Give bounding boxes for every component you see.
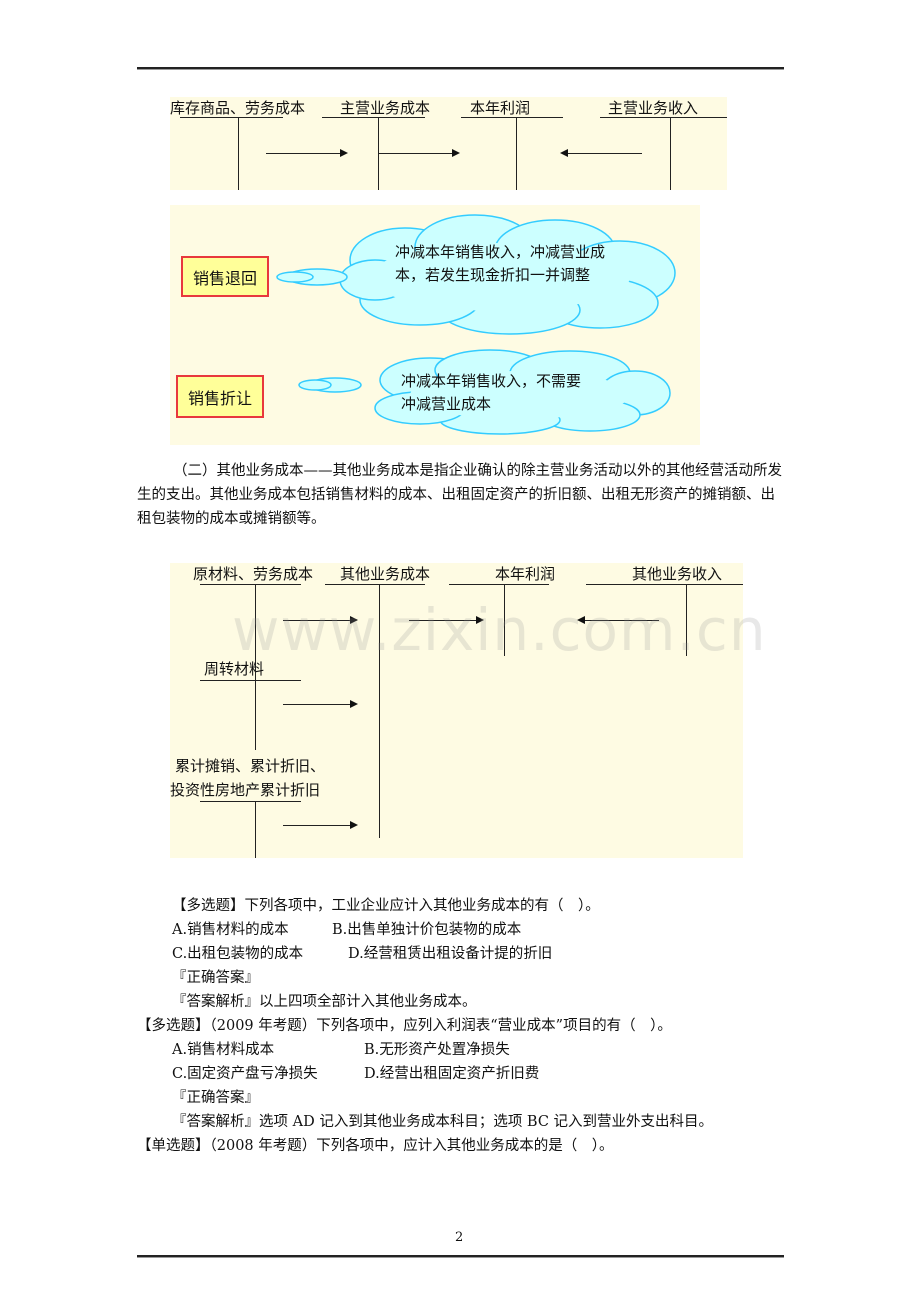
t-account-stem <box>238 117 239 190</box>
option-c: C.出租包装物的成本 <box>172 946 304 962</box>
t-account-top <box>586 584 743 585</box>
t-account-top <box>600 117 727 118</box>
t-account-top <box>325 584 425 585</box>
answer-analysis: 『答案解析』以上四项全部计入其他业务成本。 <box>172 994 477 1010</box>
t-account-top <box>461 117 563 118</box>
account-label: 本年利润 <box>470 99 531 117</box>
t-account-stem <box>255 801 256 858</box>
option-c: C.固定资产盘亏净损失 <box>172 1066 318 1082</box>
account-label: 主营业务成本 <box>340 99 431 117</box>
answer-analysis: 『答案解析』选项 AD 记入到其他业务成本科目；选项 BC 记入到营业外支出科目… <box>172 1114 714 1130</box>
t-account-stem <box>686 584 687 656</box>
t-account-top <box>200 801 301 802</box>
footer-rule <box>137 1255 784 1257</box>
option-d: D.经营租赁出租设备计提的折旧 <box>348 946 553 962</box>
arrow-right-icon <box>378 149 460 157</box>
option-b: B.出售单独计价包装物的成本 <box>332 922 522 938</box>
t-account-top <box>449 584 549 585</box>
t-account-top <box>200 680 301 681</box>
arrow-right-icon <box>283 700 358 708</box>
arrow-right-icon <box>283 616 358 624</box>
section-paragraph: （二）其他业务成本——其他业务成本是指企业确认的除主营业务活动以外的其他经营活动… <box>137 463 782 527</box>
t-account-stem <box>670 117 671 190</box>
note-line: 冲减本年销售收入，冲减营业成 <box>395 243 606 261</box>
t-account-top <box>322 117 425 118</box>
answer-label: 『正确答案』 <box>172 1090 259 1106</box>
t-account-stem <box>504 584 505 656</box>
account-label: 主营业务收入 <box>608 99 699 117</box>
arrow-left-icon <box>577 616 659 624</box>
account-label: 本年利润 <box>495 565 556 583</box>
option-d: D.经营出租固定资产折旧费 <box>364 1066 540 1082</box>
t-account-stem <box>516 117 517 190</box>
sales-allowance-note: 冲减本年销售收入，不需要 冲减营业成本 <box>401 370 581 416</box>
arrow-right-icon <box>266 149 348 157</box>
account-label: 其他业务成本 <box>340 565 431 583</box>
sales-adjustment-diagram: 销售退回 冲减本年销售收入，冲减营业成 本，若发生现金折扣一并调整 销售折让 冲… <box>170 205 700 445</box>
question-stem: 【多选题】（2009 年考题）下列各项中，应列入利润表“营业成本”项目的有（ ）… <box>137 1018 672 1034</box>
t-account-stem <box>255 680 256 750</box>
note-line: 冲减本年销售收入，不需要 <box>401 372 582 390</box>
option-b: B.无形资产处置净损失 <box>364 1042 510 1058</box>
arrow-right-icon <box>409 616 484 624</box>
question-stem: 【多选题】下列各项中，工业企业应计入其他业务成本的有（ ）。 <box>172 898 600 914</box>
account-label: 投资性房地产累计折旧 <box>170 781 321 799</box>
account-label: 其他业务收入 <box>632 565 723 583</box>
answer-label: 『正确答案』 <box>172 970 259 986</box>
header-rule <box>137 67 784 69</box>
question-stem: 【单选题】（2008 年考题）下列各项中，应计入其他业务成本的是（ ）。 <box>137 1138 614 1154</box>
t-account-stem <box>379 584 380 838</box>
arrow-left-icon <box>560 149 642 157</box>
note-line: 冲减营业成本 <box>401 395 492 413</box>
sales-allowance-box: 销售折让 <box>176 375 264 418</box>
sales-allowance-label: 销售折让 <box>187 388 252 408</box>
account-label: 周转材料 <box>204 660 265 678</box>
sales-return-label: 销售退回 <box>192 268 257 288</box>
option-a: A.销售材料的成本 <box>172 922 289 938</box>
option-a: A.销售材料成本 <box>172 1042 275 1058</box>
account-label: 库存商品、劳务成本 <box>170 99 306 117</box>
watermark: www.zixin.com.cn <box>232 596 767 664</box>
sales-return-note: 冲减本年销售收入，冲减营业成 本，若发生现金折扣一并调整 <box>395 241 605 287</box>
account-label: 累计摊销、累计折旧、 <box>175 757 326 775</box>
t-account-top <box>200 584 301 585</box>
cloud-callout-icon <box>276 214 676 435</box>
t-account-top <box>180 117 283 118</box>
t-account-diagram-main: 库存商品、劳务成本 主营业务成本 本年利润 主营业务收入 <box>170 97 727 190</box>
page-number: 2 <box>455 1230 464 1245</box>
t-account-stem <box>255 584 256 720</box>
sales-return-box: 销售退回 <box>181 256 269 297</box>
note-line: 本，若发生现金折扣一并调整 <box>395 266 591 284</box>
t-account-diagram-other: 原材料、劳务成本 其他业务成本 本年利润 其他业务收入 周转材料 累计摊销、累计… <box>170 563 743 858</box>
arrow-right-icon <box>283 821 358 829</box>
account-label: 原材料、劳务成本 <box>193 565 314 583</box>
